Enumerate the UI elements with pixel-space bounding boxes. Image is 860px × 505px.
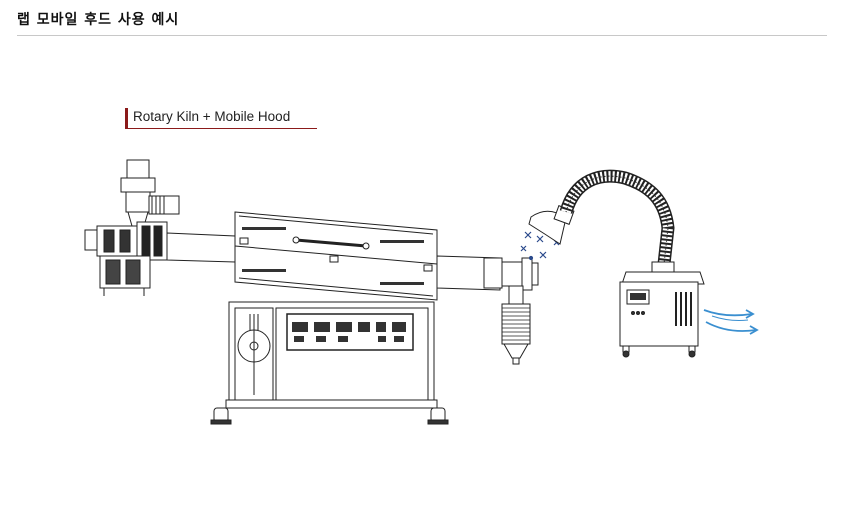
title-divider [17, 35, 827, 36]
page-title: 랩 모바일 후드 사용 예시 [17, 12, 180, 28]
figure-caption: Rotary Kiln + Mobile Hood [125, 108, 317, 129]
feeder-hopper [120, 159, 180, 237]
caption-text: Rotary Kiln + Mobile Hood [133, 109, 291, 124]
control-cabinet [210, 301, 449, 425]
furnace-body [234, 211, 438, 301]
flexible-hood-arm [559, 169, 675, 265]
caption-accent-bar [125, 108, 128, 128]
kiln-tube [166, 232, 503, 291]
mobile-hood-unit [619, 261, 705, 358]
airflow-exhaust [703, 309, 759, 335]
outlet-collector [501, 257, 539, 365]
inlet-end-assembly [84, 221, 168, 296]
caption-underline [125, 128, 317, 129]
